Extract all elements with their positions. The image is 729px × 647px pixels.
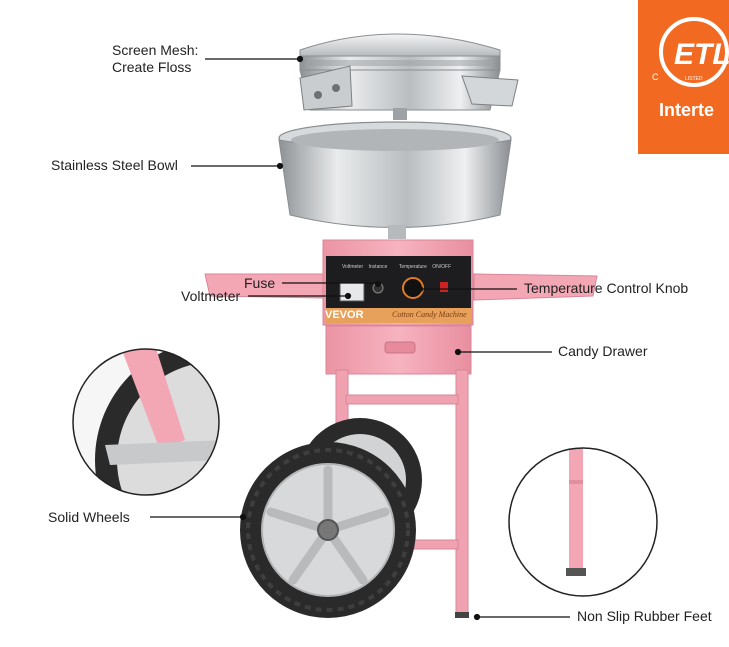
callout-temperature-knob: Temperature Control Knob [524,280,689,296]
callout-screen-mesh-line1: Screen Mesh: [112,42,199,58]
callout-candy-drawer: Candy Drawer [558,343,648,359]
panel-label-voltmeter: Voltmeter [342,264,364,270]
panel-label-temperature: Temperature [398,264,427,270]
callout-voltmeter: Voltmeter [181,288,241,304]
machine-base [322,239,474,375]
panel-label-onoff: ON/OFF [432,264,452,270]
svg-text:C: C [652,72,659,82]
callout-screen-mesh: Screen Mesh: Create Floss [112,42,198,76]
stainless-steel-bowl [278,121,512,228]
panel-switch-labels: Voltmeter Instance Temperature ON/OFF [342,264,451,270]
front-wheel [240,442,416,618]
badge-brand-text: Interte [659,100,715,120]
right-shelf [473,273,598,301]
zoom-feet-detail [508,447,658,597]
brand-logo: VEVOR [325,309,364,321]
etl-logo-icon: ETL C LISTED [652,17,729,87]
callout-rubber-feet: Non Slip Rubber Feet [577,608,712,624]
callout-stainless-bowl: Stainless Steel Bowl [51,157,178,173]
screen-mesh [299,33,519,120]
panel-label-instance: Instance [368,264,388,270]
leader-lines [150,55,570,621]
callout-solid-wheels: Solid Wheels [48,509,130,525]
callout-screen-mesh-line2: Create Floss [112,59,192,75]
svg-text:ETL: ETL [674,38,729,71]
svg-text:LISTED: LISTED [685,76,703,82]
callout-fuse: Fuse [244,275,276,291]
etl-certification-badge: ETL C LISTED Interte [638,0,729,154]
bowl-stem [388,225,406,239]
product-name-label: Cotton Candy Machine [392,310,467,319]
